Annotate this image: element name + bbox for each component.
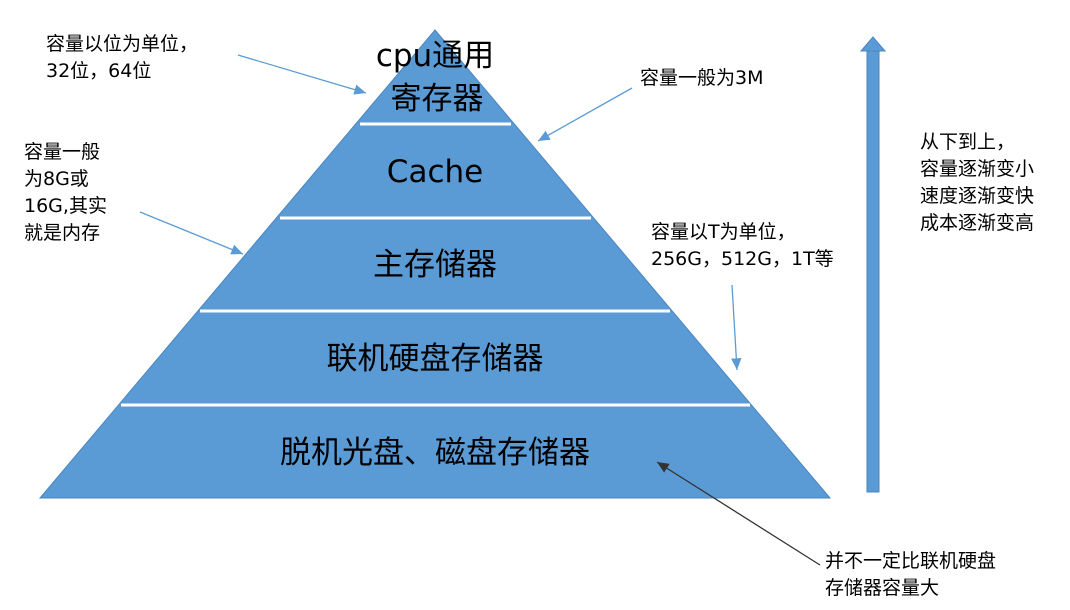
tier-registers-label-line1: cpu通用: [376, 38, 494, 74]
trend-note: 从下到上， 容量逐渐变小 速度逐渐变快 成本逐渐变高: [920, 131, 1035, 234]
tier-online-disk-label: 联机硬盘存储器: [327, 341, 544, 377]
offline-storage-note: 并不一定比联机硬盘 存储器容量大: [825, 550, 997, 599]
disk-capacity-note: 容量以T为单位， 256G，512G，1T等: [651, 221, 834, 270]
pyramid: cpu通用 寄存器 Cache 主存储器 联机硬盘存储器 脱机光盘、磁盘存储器: [38, 29, 832, 499]
offline-note-pointer: [656, 461, 821, 566]
pyramid-body: [38, 29, 832, 499]
cache-capacity-note: 容量一般为3M: [640, 67, 764, 89]
tier-offline-storage-label: 脱机光盘、磁盘存储器: [280, 435, 590, 471]
registers-note-pointer: [237, 54, 367, 95]
trend-arrow-head: [859, 36, 887, 52]
registers-capacity-note: 容量以位为单位， 32位，64位: [46, 33, 199, 82]
tier-registers-label-line2: 寄存器: [391, 81, 484, 117]
main-memory-capacity-note: 容量一般 为8G或 16G,其实 就是内存: [24, 141, 107, 244]
disk-note-pointer: [731, 284, 742, 371]
cache-note-pointer: [537, 87, 633, 142]
trend-arrow-shaft: [866, 49, 880, 493]
trend-arrow: [859, 36, 887, 493]
main-memory-note-pointer: [139, 211, 244, 255]
tier-cache-label: Cache: [387, 154, 483, 190]
tier-main-memory-label: 主存储器: [373, 247, 497, 283]
